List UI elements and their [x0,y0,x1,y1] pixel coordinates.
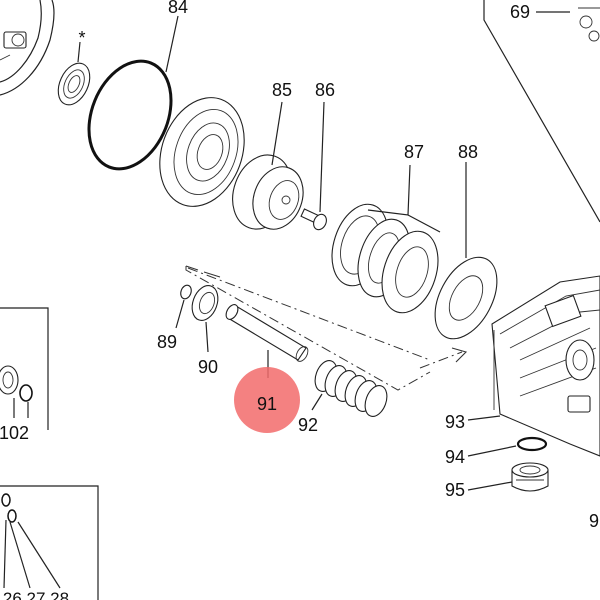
top-right-fragment [483,0,600,223]
part-91-piston [225,304,309,378]
shaft-seal [57,41,91,106]
ball-bearing [159,97,245,207]
part-87-thrust-bearing [331,164,441,314]
label-69: 69 [510,2,530,22]
label-84: 84 [168,0,188,17]
label-92: 92 [298,415,318,435]
part-85-eccentric [232,101,304,230]
label-95: 95 [445,480,465,500]
label-89: 89 [157,332,177,352]
part-90-seal [191,285,219,353]
label-87: 87 [404,142,424,162]
label-86: 86 [315,80,335,100]
part-93-pump-head [467,275,600,457]
bottom-left-inset-box [0,485,99,600]
left-inset-box-102 [0,307,49,430]
part-89-retaining-ring [175,284,192,329]
part-86-screw [300,101,327,231]
highlight-marker-91 [234,367,300,433]
label-90: 90 [198,357,218,377]
label-asterisk: * [78,28,85,48]
label-85: 85 [272,80,292,100]
part-94-o-ring [467,436,548,457]
label-93: 93 [445,412,465,432]
label-9x: 9 [589,511,599,531]
label-94: 94 [445,447,465,467]
label-91: 91 [257,394,277,414]
part-92-spring [311,360,388,417]
part-84-o-ring [87,15,179,171]
part-88-washer [434,162,498,340]
label-88: 88 [458,142,478,162]
label-bottom-left: 26 27 28 [3,589,69,600]
part-95-plug [467,462,549,492]
dashed-axis [185,265,468,391]
motor-housing-fragment [0,0,55,96]
label-102: 102 [0,423,29,443]
